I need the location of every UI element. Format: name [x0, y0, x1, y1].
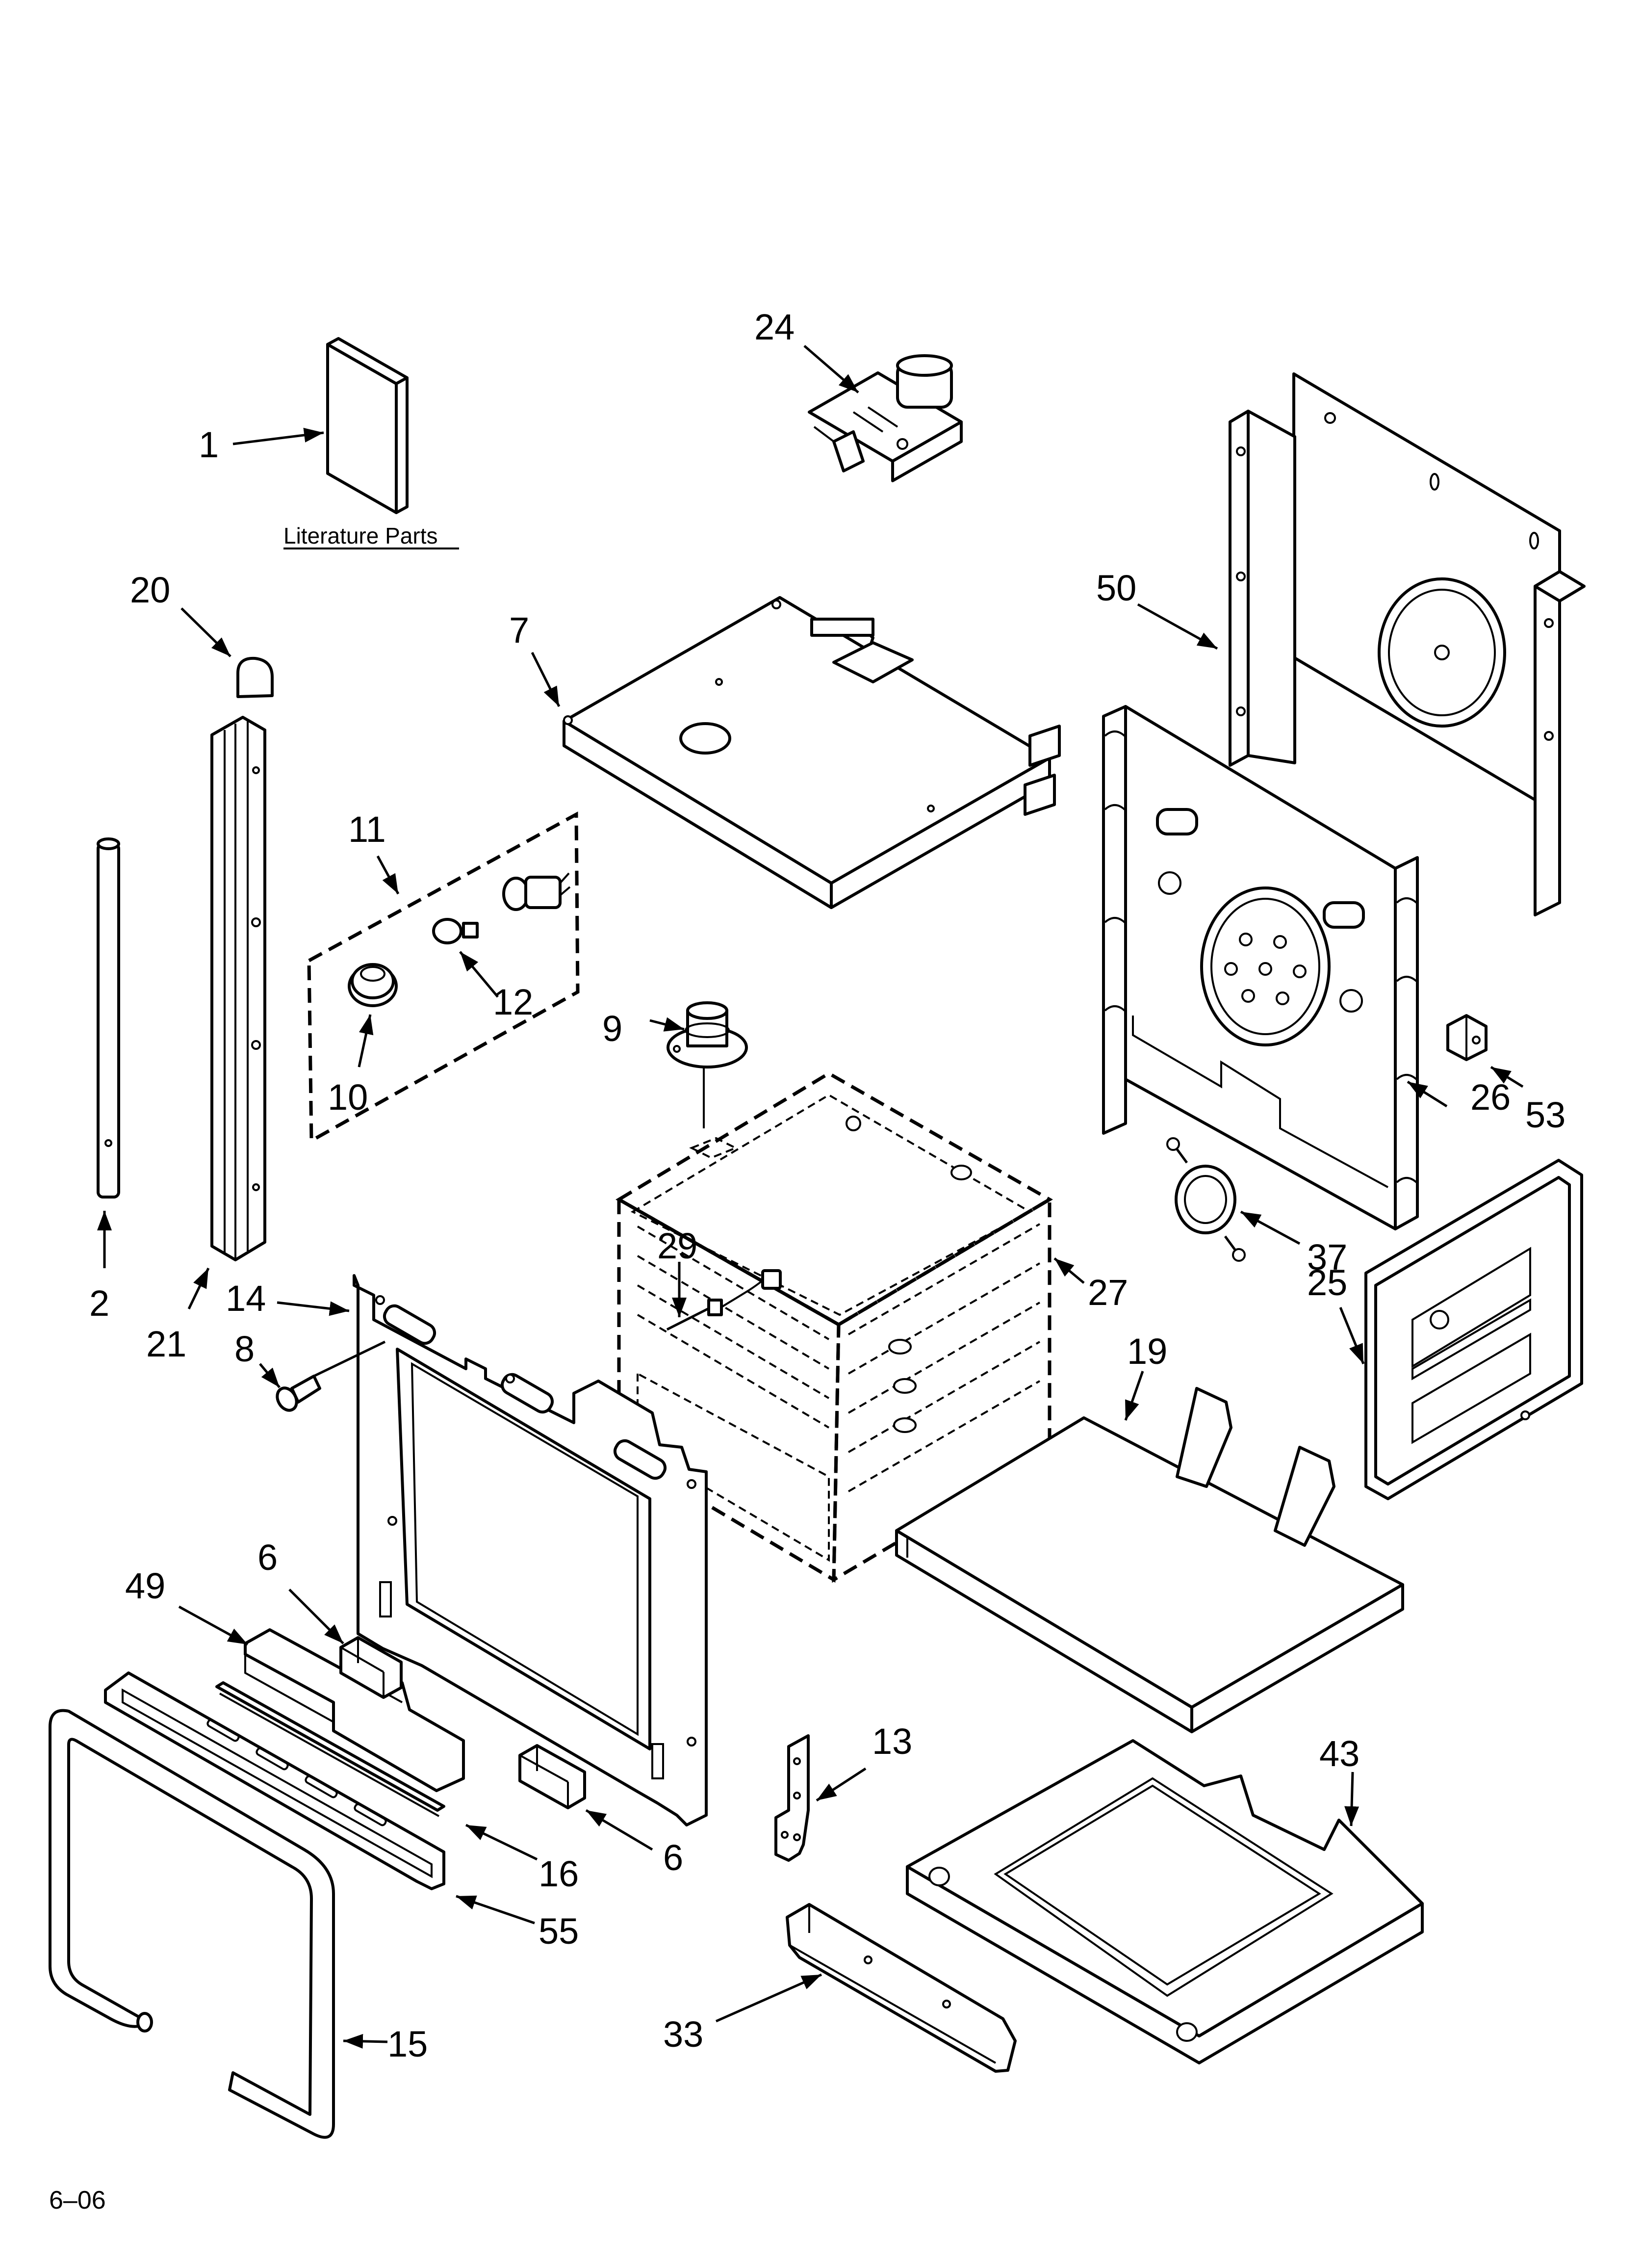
- leader-16: [465, 1824, 538, 1861]
- callout-37: 37: [1307, 1237, 1347, 1277]
- part-top-panel: [563, 596, 1061, 909]
- leader-26: [1407, 1080, 1448, 1108]
- leader-55: [456, 1895, 535, 1925]
- callout-19: 19: [1127, 1331, 1167, 1372]
- leader-14: [277, 1301, 350, 1316]
- callout-8: 8: [234, 1329, 255, 1369]
- part-knob-10: [348, 963, 398, 1007]
- part-vent-trim: [104, 1671, 445, 1890]
- callout-6a: 6: [257, 1537, 278, 1578]
- date-code: 6–06: [49, 2186, 106, 2215]
- leader-21: [187, 1267, 210, 1310]
- part-switch-assembly: [808, 354, 963, 482]
- callout-7: 7: [509, 610, 529, 651]
- leader-6a: [288, 1589, 344, 1644]
- callout-14: 14: [226, 1278, 266, 1319]
- part-knob-12: [432, 918, 479, 944]
- leader-15: [343, 2033, 388, 2049]
- callout-2: 2: [89, 1283, 109, 1324]
- callout-29: 29: [657, 1225, 697, 1266]
- leader-12: [459, 951, 499, 998]
- callout-13: 13: [872, 1721, 912, 1762]
- part-side-trim: [210, 716, 266, 1261]
- callout-27: 27: [1088, 1272, 1128, 1313]
- leader-8-arrow: [259, 1363, 281, 1388]
- leader-33: [715, 1973, 822, 2023]
- callout-24: 24: [754, 307, 795, 347]
- callout-21: 21: [146, 1324, 186, 1364]
- part-back-frame: [1102, 705, 1419, 1230]
- part-side-panel: [1364, 1159, 1583, 1500]
- leader-9: [649, 1017, 685, 1032]
- part-hinge-bracket: [774, 1734, 810, 1862]
- part-front-frame: [353, 1274, 708, 1826]
- callout-1: 1: [199, 424, 219, 465]
- leader-8: [313, 1340, 386, 1378]
- literature-parts-label: Literature Parts: [283, 523, 437, 548]
- leader-43: [1344, 1772, 1360, 1826]
- part-knob-group: [307, 811, 580, 1144]
- part-spacer-block-lower: [518, 1744, 586, 1809]
- leader-50: [1137, 603, 1218, 650]
- callout-43: 43: [1319, 1733, 1360, 1774]
- callout-53: 53: [1525, 1095, 1565, 1135]
- leader-49: [178, 1605, 249, 1646]
- callout-11: 11: [348, 809, 386, 850]
- callout-50: 50: [1096, 568, 1136, 608]
- part-cap: [236, 656, 274, 698]
- part-rod: [97, 837, 120, 1199]
- part-rear-panel: [1229, 372, 1586, 916]
- callout-20: 20: [130, 570, 170, 610]
- callout-49: 49: [125, 1565, 165, 1606]
- part-thin-strip: [215, 1681, 445, 1817]
- callout-26: 26: [1470, 1077, 1511, 1118]
- part-screw: [276, 1375, 321, 1412]
- leader-27: [1053, 1257, 1085, 1284]
- part-spacer-block-upper: [339, 1636, 403, 1699]
- part-bottom-shelf: [895, 1387, 1404, 1733]
- callout-33: 33: [663, 2014, 703, 2055]
- leader-53: [1490, 1066, 1524, 1088]
- callout-55: 55: [539, 1911, 579, 1952]
- part-door-gasket: [49, 1709, 335, 2139]
- leader-6b: [585, 1809, 653, 1851]
- callout-9: 9: [602, 1008, 622, 1049]
- callout-15: 15: [387, 2024, 428, 2064]
- leader-7: [531, 652, 561, 707]
- leader-20: [180, 607, 231, 657]
- leader-37: [1240, 1210, 1301, 1245]
- part-sensor-wire: [666, 1269, 782, 1331]
- leader-24: [803, 345, 859, 393]
- leader-25: [1339, 1307, 1365, 1364]
- leader-1: [232, 428, 324, 445]
- part-terminal-block: [667, 1001, 748, 1128]
- leader-19: [1124, 1371, 1144, 1421]
- leader-11: [376, 855, 400, 895]
- callout-6b: 6: [663, 1837, 683, 1878]
- part-thermal-switch: [1166, 1137, 1246, 1262]
- callout-12: 12: [493, 982, 533, 1022]
- callout-16: 16: [539, 1853, 579, 1894]
- leader-10: [358, 1014, 374, 1068]
- callout-10: 10: [328, 1077, 368, 1118]
- leader-13: [816, 1767, 867, 1802]
- part-bulb-socket: [502, 872, 571, 911]
- part-bottom-trim: [786, 1903, 1017, 2073]
- callout-25: 25: [1307, 1262, 1347, 1303]
- part-literature-book: [326, 337, 409, 514]
- part-drip-pan: [906, 1739, 1424, 2064]
- part-clip: [1446, 1014, 1488, 1061]
